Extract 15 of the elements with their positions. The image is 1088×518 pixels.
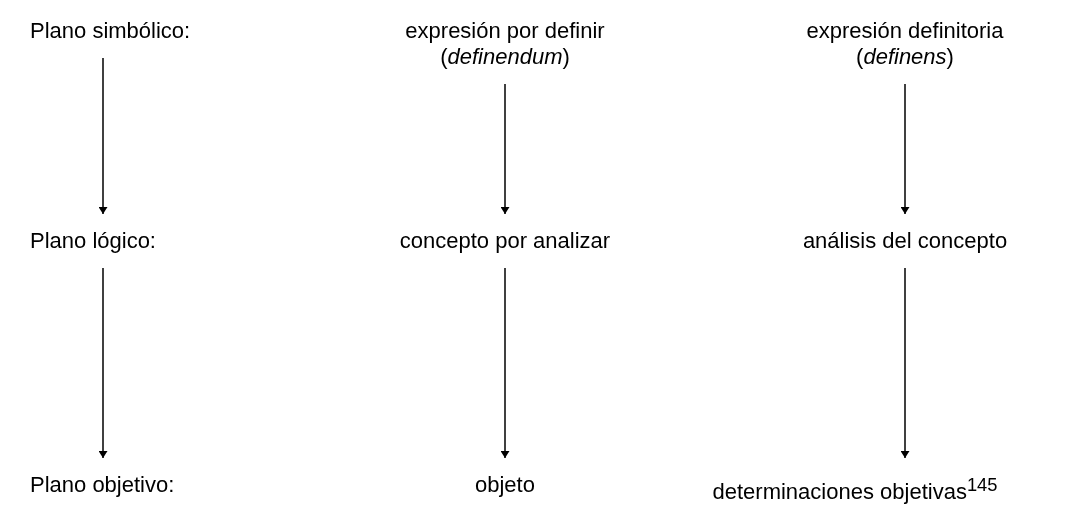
node-text: determinaciones objetivas$^{145}$ xyxy=(712,479,998,505)
node-text: expresión definitoria (definens) xyxy=(806,18,1004,69)
arrow xyxy=(501,267,509,459)
arrow xyxy=(901,267,909,459)
node-text: concepto por analizar xyxy=(399,228,611,253)
arrow xyxy=(901,83,909,215)
node-text: expresión por definir (definendum) xyxy=(405,18,605,69)
arrow xyxy=(501,83,509,215)
plane-label: Plano lógico: xyxy=(30,228,156,253)
arrow xyxy=(99,57,107,215)
plane-label: Plano objetivo: xyxy=(30,472,175,497)
plane-label: Plano simbólico: xyxy=(30,18,191,43)
node-text: análisis del concepto xyxy=(802,228,1008,253)
arrow xyxy=(99,267,107,459)
node-text: objeto xyxy=(475,472,535,497)
